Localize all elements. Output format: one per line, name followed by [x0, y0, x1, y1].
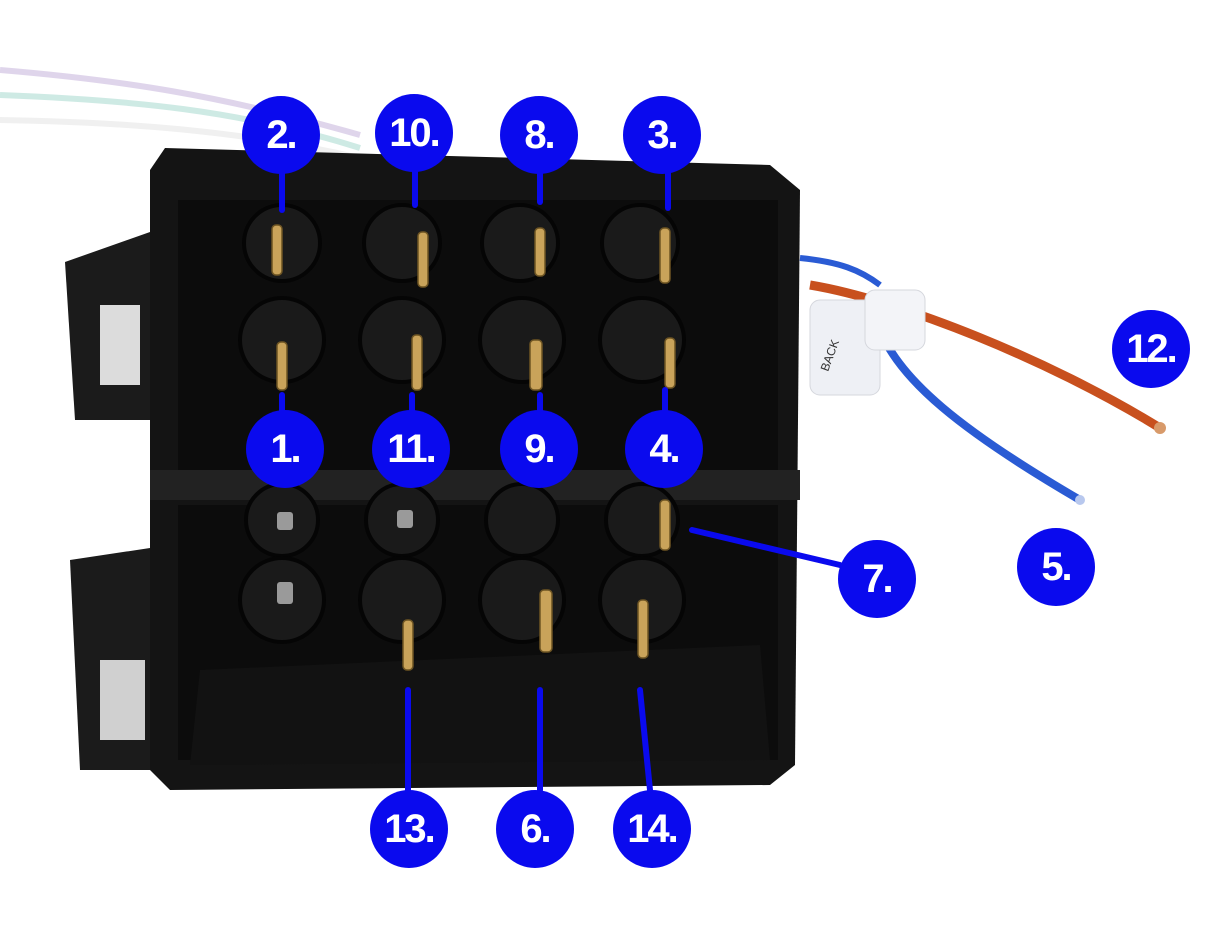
pin-label-12: 12.: [1112, 310, 1190, 388]
pin-label-10: 10.: [375, 94, 453, 172]
leader-lines: [279, 157, 843, 793]
brass-pins: [271, 224, 676, 671]
pin-label-8: 8.: [500, 96, 578, 174]
pin-label-5: 5.: [1017, 528, 1095, 606]
pin-label-6: 6.: [496, 790, 574, 868]
pin-label-13: 13.: [370, 790, 448, 868]
pin-label-3: 3.: [623, 96, 701, 174]
wire-12: [809, 280, 1163, 432]
wires-right: BACK: [799, 255, 1166, 505]
pin-label-11: 11.: [372, 410, 450, 488]
pin-label-7: 7.: [838, 540, 916, 618]
pin-label-1: 1.: [246, 410, 324, 488]
pin-label-4: 4.: [625, 410, 703, 488]
pin-label-2: 2.: [242, 96, 320, 174]
pin-label-14: 14.: [613, 790, 691, 868]
pin-slots: [277, 510, 413, 604]
pin-label-9: 9.: [500, 410, 578, 488]
